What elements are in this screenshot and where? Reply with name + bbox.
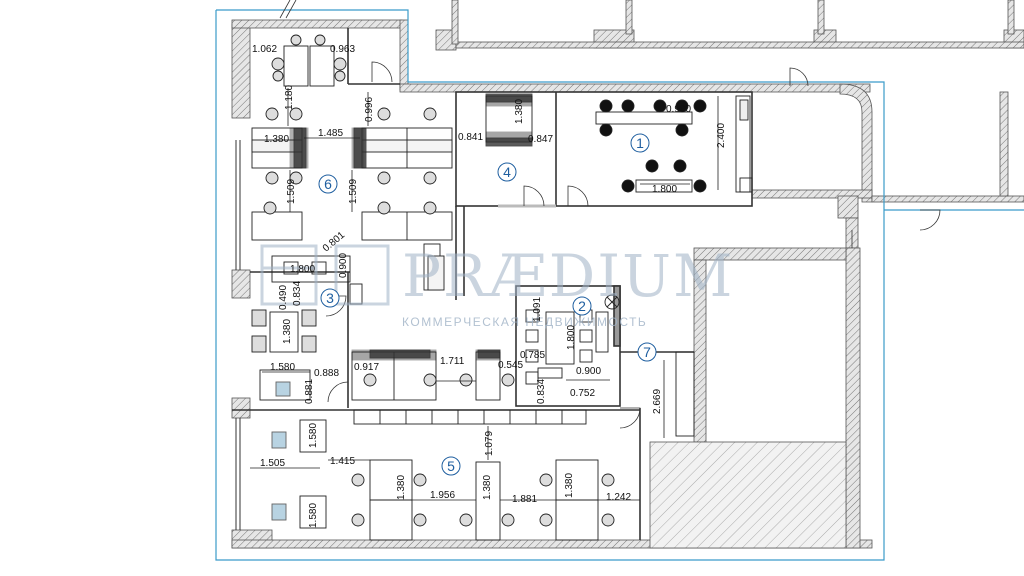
dimension-label: 0.834 <box>292 281 303 306</box>
dimension-label: 1.380 <box>564 473 575 498</box>
dimension-label: 1.380 <box>282 319 293 344</box>
dimension-label: 1.956 <box>430 490 455 501</box>
dimension-label: 1.580 <box>270 362 295 373</box>
dimension-labels: 1.062 0.963 1.180 0.996 1.380 1.485 1.50… <box>252 44 727 528</box>
dimension-label: 1.800 <box>566 325 577 350</box>
furniture <box>251 34 753 541</box>
unit-boundary <box>215 9 1024 561</box>
dimension-label: 1.800 <box>290 264 315 275</box>
dimension-label: 1.580 <box>308 423 319 448</box>
dimension-label: 0.785 <box>520 350 545 361</box>
dimension-label: 0.841 <box>458 132 483 143</box>
room-numbers <box>318 133 657 476</box>
dimension-label: 1.180 <box>284 85 295 110</box>
dimension-label: 0.900 <box>338 253 349 278</box>
doors <box>279 0 941 429</box>
dimension-label: 1.711 <box>440 356 465 367</box>
dimension-label: 0.545 <box>498 360 523 371</box>
dimension-label: 0.834 <box>536 379 547 404</box>
dimension-label: 1.415 <box>330 456 355 467</box>
hatched-zone <box>649 441 847 549</box>
dimension-label: 1.091 <box>532 297 543 322</box>
dimension-label: 0.900 <box>576 366 601 377</box>
exterior-walls <box>231 0 1024 549</box>
room-number-7: 7 <box>643 344 651 360</box>
dimension-label: 1.580 <box>308 503 319 528</box>
dimension-label: 0.888 <box>314 368 339 379</box>
dimension-label: 1.881 <box>512 494 537 505</box>
dimension-label: 1.380 <box>514 99 525 124</box>
watermark-tagline: КОММЕРЧЕСКАЯ НЕДВИЖИМОСТЬ <box>402 315 647 329</box>
dimension-label: 0.752 <box>570 388 595 399</box>
dimension-label: 0.801 <box>321 230 348 255</box>
dimension-label: 1.062 <box>252 44 277 55</box>
dimension-label: 1.380 <box>396 475 407 500</box>
room-number-3: 3 <box>326 290 334 306</box>
watermark-brand: PRÆDIUM <box>402 242 734 310</box>
room-number-4: 4 <box>503 164 511 180</box>
room-number-6: 6 <box>324 176 332 192</box>
dimension-label: 0.996 <box>364 97 375 122</box>
watermark-logo-icon <box>260 244 390 306</box>
room-number-5: 5 <box>447 458 455 474</box>
dimension-label: 1.079 <box>484 431 495 456</box>
dimension-label: 1.509 <box>286 179 297 204</box>
dimension-label: 0.963 <box>330 44 355 55</box>
dimension-label: 1.380 <box>264 134 289 145</box>
dimension-label: 0.490 <box>278 285 289 310</box>
watermark: PRÆDIUM КОММЕРЧЕСКАЯ НЕДВИЖИМОСТЬ <box>260 242 734 329</box>
dimension-label: 1.380 <box>482 475 493 500</box>
dimension-label: 1.505 <box>260 458 285 469</box>
dimension-label: 0.847 <box>528 134 553 145</box>
dimension-label: 2.669 <box>652 389 663 414</box>
dimension-label: 1.509 <box>348 179 359 204</box>
dimension-label: 1.485 <box>318 128 343 139</box>
room-number-1: 1 <box>636 135 644 151</box>
dimension-label: 0.917 <box>354 362 379 373</box>
dimension-label: 0.881 <box>304 379 315 404</box>
dimension-label: 0.900 <box>666 104 691 115</box>
dimension-lines <box>250 88 719 501</box>
dimension-label: 2.400 <box>716 123 727 148</box>
dimension-label: 1.800 <box>652 184 677 195</box>
room-number-2: 2 <box>578 298 586 314</box>
dimension-label: 1.242 <box>606 492 631 503</box>
